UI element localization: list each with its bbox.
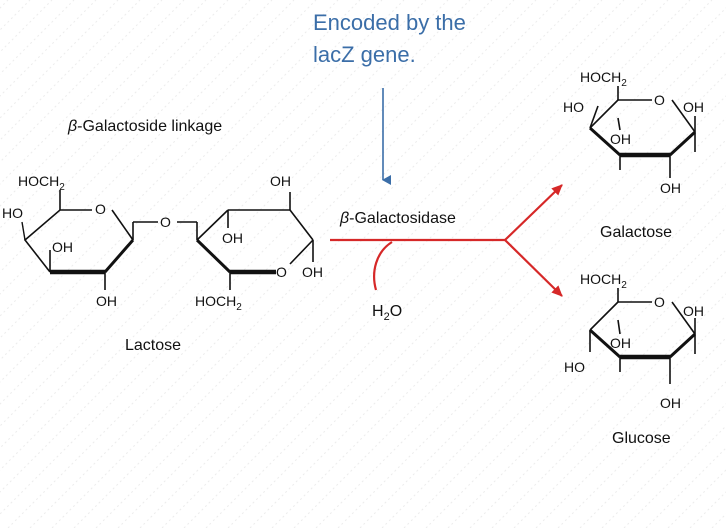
- galactose-oh-inner: OH: [610, 131, 631, 147]
- hatch-line: [293, 95, 726, 528]
- hatch-line: [337, 139, 726, 528]
- hatch-line: [0, 0, 405, 405]
- hatch-line: [359, 161, 726, 528]
- hatch-line: [711, 513, 726, 528]
- hatch-line: [0, 0, 31, 31]
- hatch-line: [0, 0, 449, 449]
- lactose-oh-top-right: OH: [270, 173, 291, 189]
- galactose-label: Galactose: [600, 224, 672, 241]
- lactose-hoch2-right: HOCH2: [195, 293, 242, 313]
- hatch-line: [0, 0, 251, 251]
- branch-arrow-icon: [504, 239, 563, 297]
- hatch-line: [535, 337, 726, 528]
- galactose-ho: HO: [563, 99, 584, 115]
- hatch-line: [0, 0, 229, 229]
- callout-line-1: Encoded by the: [313, 10, 466, 35]
- lactose-ring-o-left: O: [95, 201, 106, 217]
- hatch-line: [0, 0, 119, 119]
- hatch-line: [689, 491, 726, 528]
- hatch-line: [7, 0, 537, 528]
- lactose-structure: [21, 190, 314, 290]
- hatch-line: [0, 0, 75, 75]
- curved-arrow-icon: [373, 241, 393, 291]
- glucose-oh-inner: OH: [610, 335, 631, 351]
- branch-arrow-icon: [504, 184, 563, 241]
- hatch-line: [117, 0, 647, 528]
- galactose-atom-labels: HOCH2 HO O OH OH OH: [563, 69, 704, 196]
- hatch-line: [403, 205, 726, 528]
- hatch-line: [645, 447, 726, 528]
- hatch-line: [381, 183, 726, 528]
- hatch-line: [0, 0, 493, 493]
- hatch-line: [0, 0, 9, 9]
- glucose-oh-anomeric: OH: [683, 303, 704, 319]
- hatch-line: [0, 0, 317, 317]
- lactose-oh-bottom-left: OH: [96, 293, 117, 309]
- lactose-atom-labels: HOCH2 HO O OH OH O OH OH O OH HOCH2: [2, 173, 323, 313]
- hatch-line: [0, 0, 427, 427]
- hatch-line: [315, 117, 726, 528]
- glucose-label: Glucose: [612, 430, 671, 447]
- hatch-line: [0, 0, 515, 515]
- galactose-ring-o: O: [654, 92, 665, 108]
- lactose-ring-o-right: O: [276, 264, 287, 280]
- hatch-line: [0, 0, 273, 273]
- lactose-oh-inner-left: OH: [52, 239, 73, 255]
- lactose-oh-inner-right: OH: [222, 230, 243, 246]
- glycosidic-oxygen: O: [160, 214, 171, 230]
- callout-line-2: lacZ gene.: [313, 42, 416, 67]
- lactose-hoch2-left: HOCH2: [18, 173, 65, 193]
- glucose-ho: HO: [564, 359, 585, 375]
- galactose-hoch2: HOCH2: [580, 69, 627, 89]
- glucose-ring-o: O: [654, 294, 665, 310]
- hatch-line: [667, 469, 726, 528]
- hatch-line: [0, 0, 185, 185]
- hatch-line: [0, 0, 163, 163]
- lactose-oh-anomeric: OH: [302, 264, 323, 280]
- hatch-line: [73, 0, 603, 528]
- hatch-line: [623, 425, 726, 528]
- enzyme-label: β-Galactosidase: [339, 210, 456, 227]
- hatch-line: [0, 0, 97, 97]
- linkage-label: β-Galactoside linkage: [67, 118, 222, 135]
- lactose-ho-left: HO: [2, 205, 23, 221]
- glucose-structure: [588, 288, 697, 384]
- glucose-atom-labels: HOCH2 O OH OH HO OH: [564, 271, 704, 411]
- hatch-line: [183, 0, 713, 528]
- hatch-line: [29, 0, 559, 528]
- hatch-line: [271, 73, 726, 528]
- lactose-label: Lactose: [125, 337, 181, 354]
- hatch-line: [95, 0, 625, 528]
- galactose-oh-bottom: OH: [660, 180, 681, 196]
- galactose-structure: [588, 86, 697, 178]
- water-label: H2O: [372, 303, 402, 323]
- galactose-oh-anomeric: OH: [683, 99, 704, 115]
- hatch-line: [0, 0, 471, 471]
- glucose-oh-bottom: OH: [660, 395, 681, 411]
- reaction-arrows: [330, 184, 563, 297]
- glucose-hoch2: HOCH2: [580, 271, 627, 291]
- hatch-line: [0, 0, 383, 383]
